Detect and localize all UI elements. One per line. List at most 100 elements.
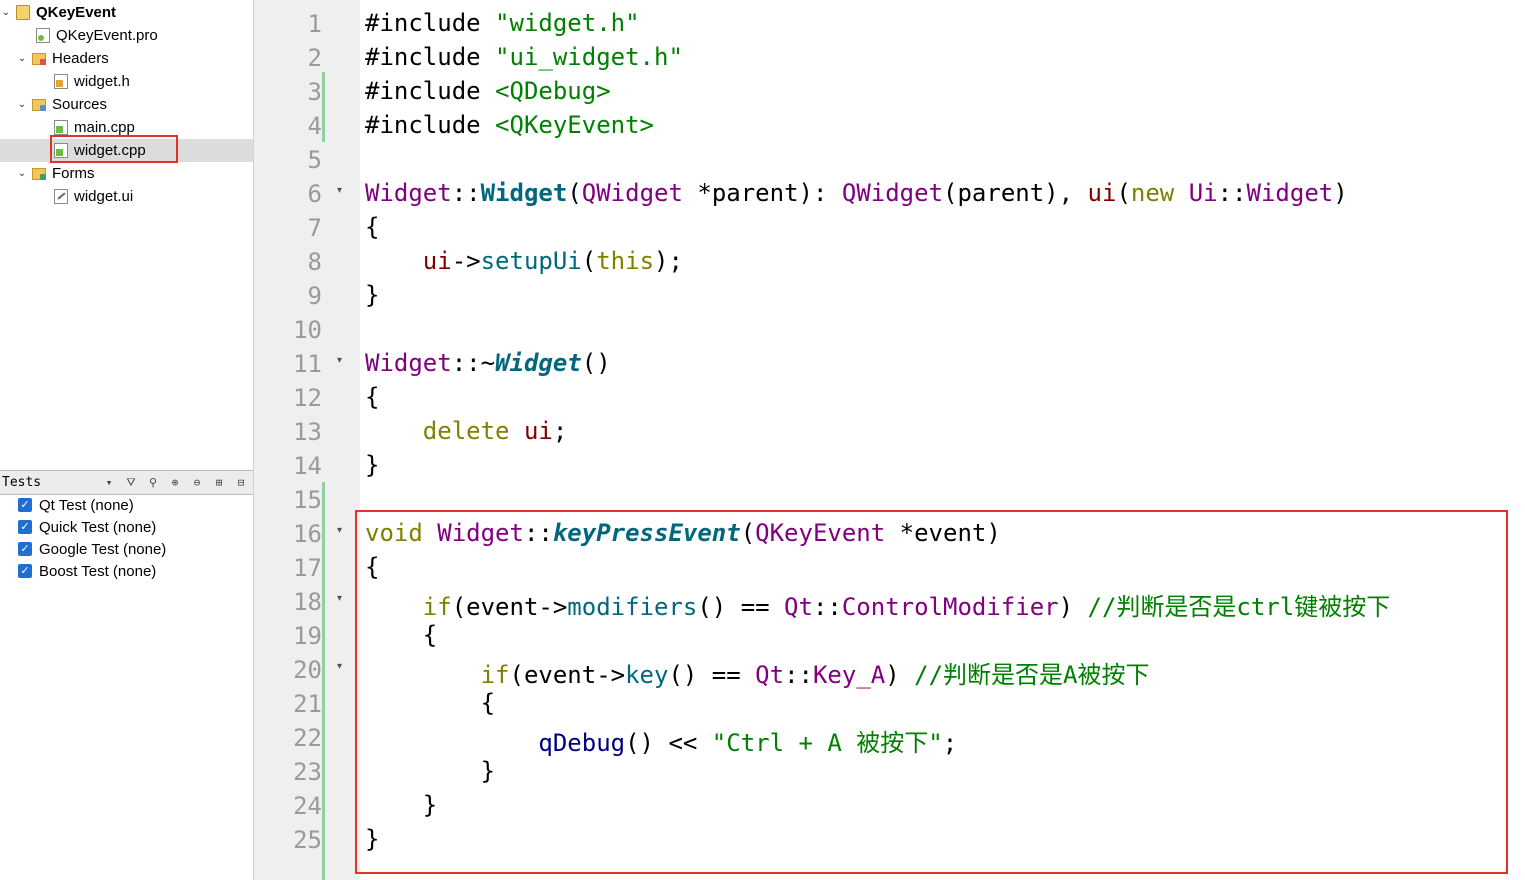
qt-project-icon bbox=[16, 5, 30, 20]
code-text: } bbox=[365, 757, 495, 785]
tree-item-label: QKeyEvent.pro bbox=[56, 27, 158, 44]
tree-item-sources[interactable]: ⌄ Sources bbox=[0, 93, 253, 116]
dropdown-icon[interactable]: ▾ bbox=[105, 476, 113, 489]
code-token: (parent), bbox=[943, 179, 1088, 207]
test-item-google[interactable]: ✓ Google Test (none) bbox=[18, 538, 166, 560]
code-token: void bbox=[365, 519, 423, 547]
code-token: QWidget bbox=[841, 179, 944, 207]
fold-arrow-icon[interactable]: ▾ bbox=[337, 355, 343, 366]
code-line[interactable]: 18▾ if(event->modifiers() == Qt::Control… bbox=[254, 584, 1525, 621]
checkbox-checked[interactable]: ✓ bbox=[18, 498, 32, 512]
chevron-down-icon[interactable]: ⌄ bbox=[17, 168, 27, 179]
chevron-down-icon[interactable]: ⌄ bbox=[17, 99, 27, 110]
code-line[interactable]: 1#include "widget.h" bbox=[254, 6, 1525, 40]
code-text: } bbox=[365, 791, 437, 819]
change-marker bbox=[322, 72, 325, 142]
line-number: 6 bbox=[307, 180, 322, 208]
tree-item-pro-file[interactable]: QKeyEvent.pro bbox=[0, 24, 253, 47]
tree-item-label: widget.cpp bbox=[74, 142, 146, 159]
collapse-icon[interactable]: ⊖ bbox=[193, 476, 201, 489]
code-token: Widget bbox=[365, 349, 452, 377]
test-item-boost[interactable]: ✓ Boost Test (none) bbox=[18, 560, 156, 582]
code-token: { bbox=[365, 689, 496, 717]
code-token: } bbox=[365, 791, 438, 819]
run-icon[interactable]: ⚲ bbox=[148, 476, 158, 489]
code-token: *parent): bbox=[682, 179, 842, 207]
code-token: <QDebug> bbox=[495, 77, 611, 105]
code-line[interactable]: 25} bbox=[254, 822, 1525, 856]
code-line[interactable]: 8 ui->setupUi(this); bbox=[254, 244, 1525, 278]
fold-arrow-icon[interactable]: ▾ bbox=[337, 593, 343, 604]
expand-icon[interactable]: ⊕ bbox=[171, 476, 179, 489]
code-line[interactable]: 13 delete ui; bbox=[254, 414, 1525, 448]
code-line[interactable]: 12{ bbox=[254, 380, 1525, 414]
line-number: 11 bbox=[293, 350, 322, 378]
line-number: 22 bbox=[293, 724, 322, 752]
code-token: } bbox=[365, 757, 496, 785]
code-token: :: bbox=[1217, 179, 1247, 207]
project-sidebar: ⌄ QKeyEvent QKeyEvent.pro ⌄ Headers widg… bbox=[0, 0, 254, 880]
code-line[interactable]: 21 { bbox=[254, 686, 1525, 720]
fold-arrow-icon[interactable]: ▾ bbox=[337, 185, 343, 196]
chevron-down-icon[interactable]: ⌄ bbox=[1, 7, 11, 18]
code-line[interactable]: 14} bbox=[254, 448, 1525, 482]
tree-item-main-cpp[interactable]: main.cpp bbox=[0, 116, 253, 139]
code-line[interactable]: 6▾Widget::Widget(QWidget *parent): QWidg… bbox=[254, 176, 1525, 210]
code-line[interactable]: 17{ bbox=[254, 550, 1525, 584]
tree-item-headers[interactable]: ⌄ Headers bbox=[0, 47, 253, 70]
code-line[interactable]: 16▾void Widget::keyPressEvent(QKeyEvent … bbox=[254, 516, 1525, 550]
code-token: if bbox=[480, 661, 510, 689]
code-token: if bbox=[422, 593, 452, 621]
code-line[interactable]: 5 bbox=[254, 142, 1525, 176]
line-number: 2 bbox=[307, 44, 322, 72]
code-token: ( bbox=[1116, 179, 1131, 207]
tree-item-project[interactable]: ⌄ QKeyEvent bbox=[0, 1, 253, 24]
code-line[interactable]: 24 } bbox=[254, 788, 1525, 822]
close-icon[interactable]: ⊟ bbox=[237, 476, 245, 489]
line-number: 3 bbox=[307, 78, 322, 106]
code-line[interactable]: 7{ bbox=[254, 210, 1525, 244]
code-line[interactable]: 2#include "ui_widget.h" bbox=[254, 40, 1525, 74]
checkbox-checked[interactable]: ✓ bbox=[18, 542, 32, 556]
code-token: keyPressEvent bbox=[552, 519, 741, 547]
tree-item-widget-ui[interactable]: widget.ui bbox=[0, 185, 253, 208]
fold-arrow-icon[interactable]: ▾ bbox=[337, 525, 343, 536]
fold-arrow-icon[interactable]: ▾ bbox=[337, 661, 343, 672]
line-number: 12 bbox=[293, 384, 322, 412]
test-item-label: Qt Test (none) bbox=[39, 496, 134, 514]
code-text: delete ui; bbox=[365, 417, 568, 445]
code-line[interactable]: 4#include <QKeyEvent> bbox=[254, 108, 1525, 142]
filter-icon[interactable]: ⛛ bbox=[126, 475, 136, 489]
line-number: 20 bbox=[293, 656, 322, 684]
code-text: Widget::Widget(QWidget *parent): QWidget… bbox=[365, 179, 1348, 207]
line-number: 9 bbox=[307, 282, 322, 310]
code-token: Widget bbox=[365, 179, 452, 207]
chevron-down-icon[interactable]: ⌄ bbox=[17, 53, 27, 64]
code-token: (event-> bbox=[509, 661, 626, 689]
code-line[interactable]: 20▾ if(event->key() == Qt::Key_A) //判断是否… bbox=[254, 652, 1525, 689]
code-line[interactable]: 19 { bbox=[254, 618, 1525, 652]
code-line[interactable]: 22 qDebug() << "Ctrl + A 被按下"; bbox=[254, 720, 1525, 757]
test-item-qt[interactable]: ✓ Qt Test (none) bbox=[18, 494, 134, 516]
code-line[interactable]: 11▾Widget::~Widget() bbox=[254, 346, 1525, 380]
test-item-quick[interactable]: ✓ Quick Test (none) bbox=[18, 516, 156, 538]
tree-item-widget-cpp[interactable]: widget.cpp bbox=[0, 139, 253, 162]
code-editor[interactable]: 1#include "widget.h"2#include "ui_widget… bbox=[254, 0, 1525, 880]
checkbox-checked[interactable]: ✓ bbox=[18, 564, 32, 578]
tree-item-forms[interactable]: ⌄ Forms bbox=[0, 162, 253, 185]
code-token: () == bbox=[668, 661, 756, 689]
split-icon[interactable]: ⊞ bbox=[215, 476, 223, 489]
line-number: 14 bbox=[293, 452, 322, 480]
code-line[interactable]: 15 bbox=[254, 482, 1525, 516]
line-number: 24 bbox=[293, 792, 322, 820]
code-line[interactable]: 3#include <QDebug> bbox=[254, 74, 1525, 108]
code-token: } bbox=[365, 281, 380, 309]
code-token: -> bbox=[451, 247, 481, 275]
code-line[interactable]: 10 bbox=[254, 312, 1525, 346]
code-token: Widget bbox=[480, 179, 568, 207]
cpp-file-icon bbox=[54, 143, 68, 158]
code-line[interactable]: 9} bbox=[254, 278, 1525, 312]
code-line[interactable]: 23 } bbox=[254, 754, 1525, 788]
tree-item-widget-h[interactable]: widget.h bbox=[0, 70, 253, 93]
checkbox-checked[interactable]: ✓ bbox=[18, 520, 32, 534]
